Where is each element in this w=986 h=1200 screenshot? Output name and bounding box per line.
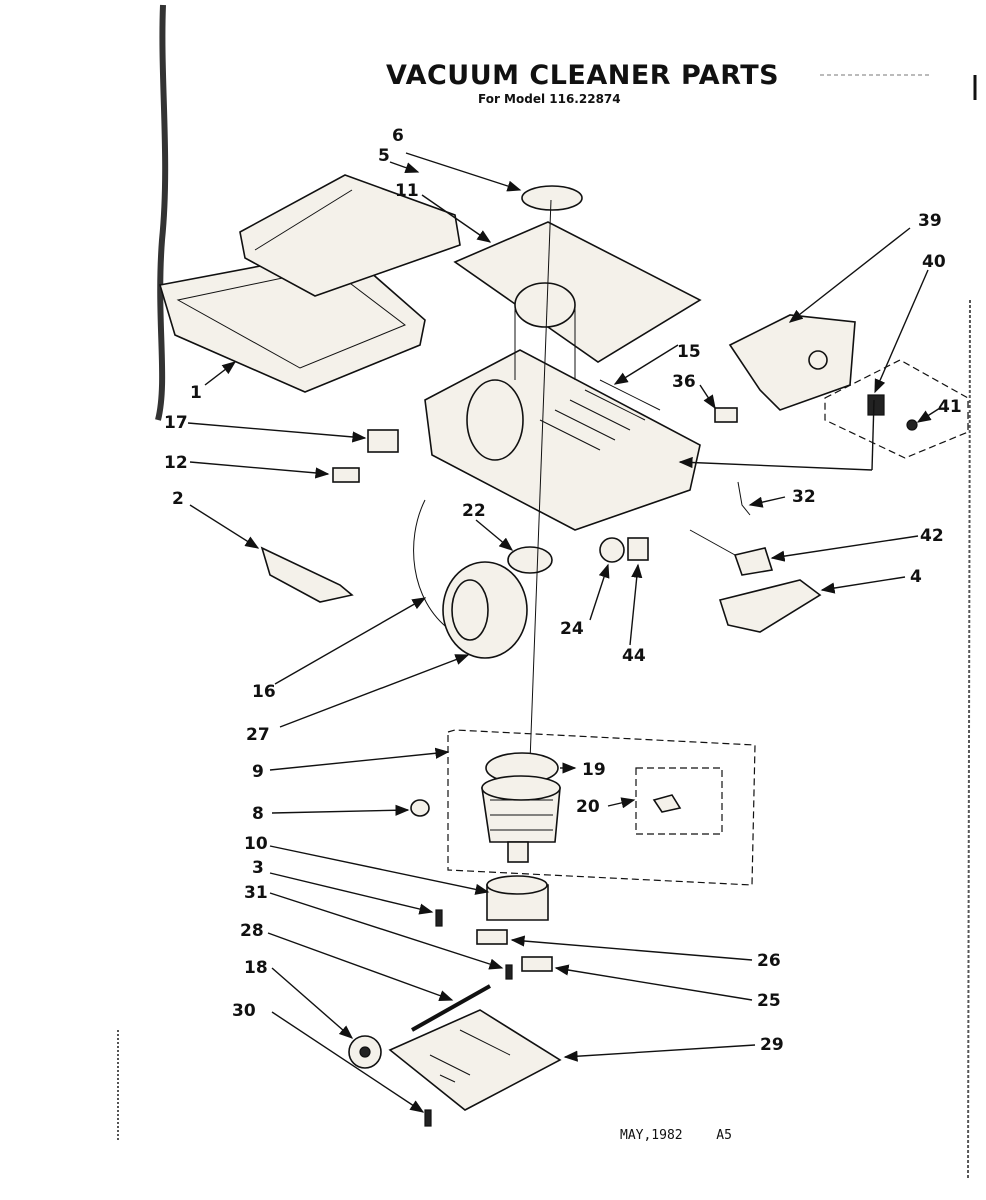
screw-31 bbox=[505, 964, 513, 980]
callout-41: 41 bbox=[938, 397, 962, 417]
screw-30 bbox=[424, 1109, 432, 1127]
callout-36: 36 bbox=[672, 372, 696, 392]
hardware-part bbox=[652, 794, 682, 813]
diagram-title: VACUUM CLEANER PARTS bbox=[386, 60, 780, 91]
valve-plug bbox=[906, 419, 918, 431]
callout-20: 20 bbox=[576, 797, 600, 817]
top-cover-assembly bbox=[158, 174, 461, 393]
callout-11: 11 bbox=[395, 181, 419, 201]
callout-22: 22 bbox=[462, 501, 486, 521]
screw-3 bbox=[435, 909, 443, 927]
hardware-box bbox=[635, 767, 723, 835]
base-plate bbox=[388, 1009, 562, 1111]
callout-31: 31 bbox=[244, 883, 268, 903]
ring-part bbox=[507, 546, 553, 574]
part-12 bbox=[332, 467, 360, 483]
callout-10: 10 bbox=[244, 834, 268, 854]
part-26 bbox=[476, 929, 508, 945]
leader-lines bbox=[187, 152, 941, 1113]
callout-9: 9 bbox=[252, 762, 264, 782]
callout-42: 42 bbox=[920, 526, 944, 546]
footer-date: MAY,1982 bbox=[620, 1128, 683, 1143]
right-scan-edge bbox=[967, 299, 971, 1181]
callout-44: 44 bbox=[622, 646, 646, 666]
valve-part bbox=[867, 394, 885, 416]
callout-30: 30 bbox=[232, 1001, 256, 1021]
filter-disc bbox=[521, 185, 583, 211]
callout-3: 3 bbox=[252, 858, 264, 878]
callout-4: 4 bbox=[910, 567, 922, 587]
callout-28: 28 bbox=[240, 921, 264, 941]
callout-40: 40 bbox=[922, 252, 946, 272]
motor-assembly-box bbox=[447, 729, 756, 886]
callout-18: 18 bbox=[244, 958, 268, 978]
left-scan-edge bbox=[155, 4, 169, 421]
callout-19: 19 bbox=[582, 760, 606, 780]
callout-32: 32 bbox=[792, 487, 816, 507]
part-4 bbox=[718, 579, 822, 633]
callout-8: 8 bbox=[252, 804, 264, 824]
assembly-axis bbox=[527, 199, 552, 816]
part-24 bbox=[599, 537, 625, 563]
callout-12: 12 bbox=[164, 453, 188, 473]
callout-6: 6 bbox=[392, 126, 404, 146]
callout-1: 1 bbox=[190, 383, 202, 403]
diagram-subtitle: For Model 116.22874 bbox=[478, 92, 621, 106]
valve-subassembly-box bbox=[824, 359, 969, 459]
callout-39: 39 bbox=[918, 211, 942, 231]
bag-housing bbox=[728, 314, 856, 411]
callout-24: 24 bbox=[560, 619, 584, 639]
part-25 bbox=[521, 956, 553, 972]
callout-2: 2 bbox=[172, 489, 184, 509]
callout-5: 5 bbox=[378, 146, 390, 166]
gasket-frame bbox=[453, 221, 702, 363]
bracket-part bbox=[260, 546, 354, 603]
callout-29: 29 bbox=[760, 1035, 784, 1055]
motor bbox=[481, 775, 561, 863]
footer-code: A5 bbox=[716, 1128, 732, 1143]
callout-16: 16 bbox=[252, 682, 276, 702]
cord-end bbox=[733, 547, 774, 576]
callout-25: 25 bbox=[757, 991, 781, 1011]
part-17 bbox=[367, 429, 399, 453]
axle bbox=[411, 984, 491, 1032]
cord-reel bbox=[413, 499, 528, 659]
part-44 bbox=[627, 537, 649, 561]
switch-part bbox=[714, 407, 738, 423]
callout-27: 27 bbox=[246, 725, 270, 745]
callout-26: 26 bbox=[757, 951, 781, 971]
part-8 bbox=[410, 799, 430, 817]
main-housing bbox=[424, 282, 701, 531]
callout-15: 15 bbox=[677, 342, 701, 362]
diagram-footer: MAY,1982 A5 bbox=[620, 1128, 732, 1143]
part-32 bbox=[737, 481, 751, 516]
callout-17: 17 bbox=[164, 413, 188, 433]
